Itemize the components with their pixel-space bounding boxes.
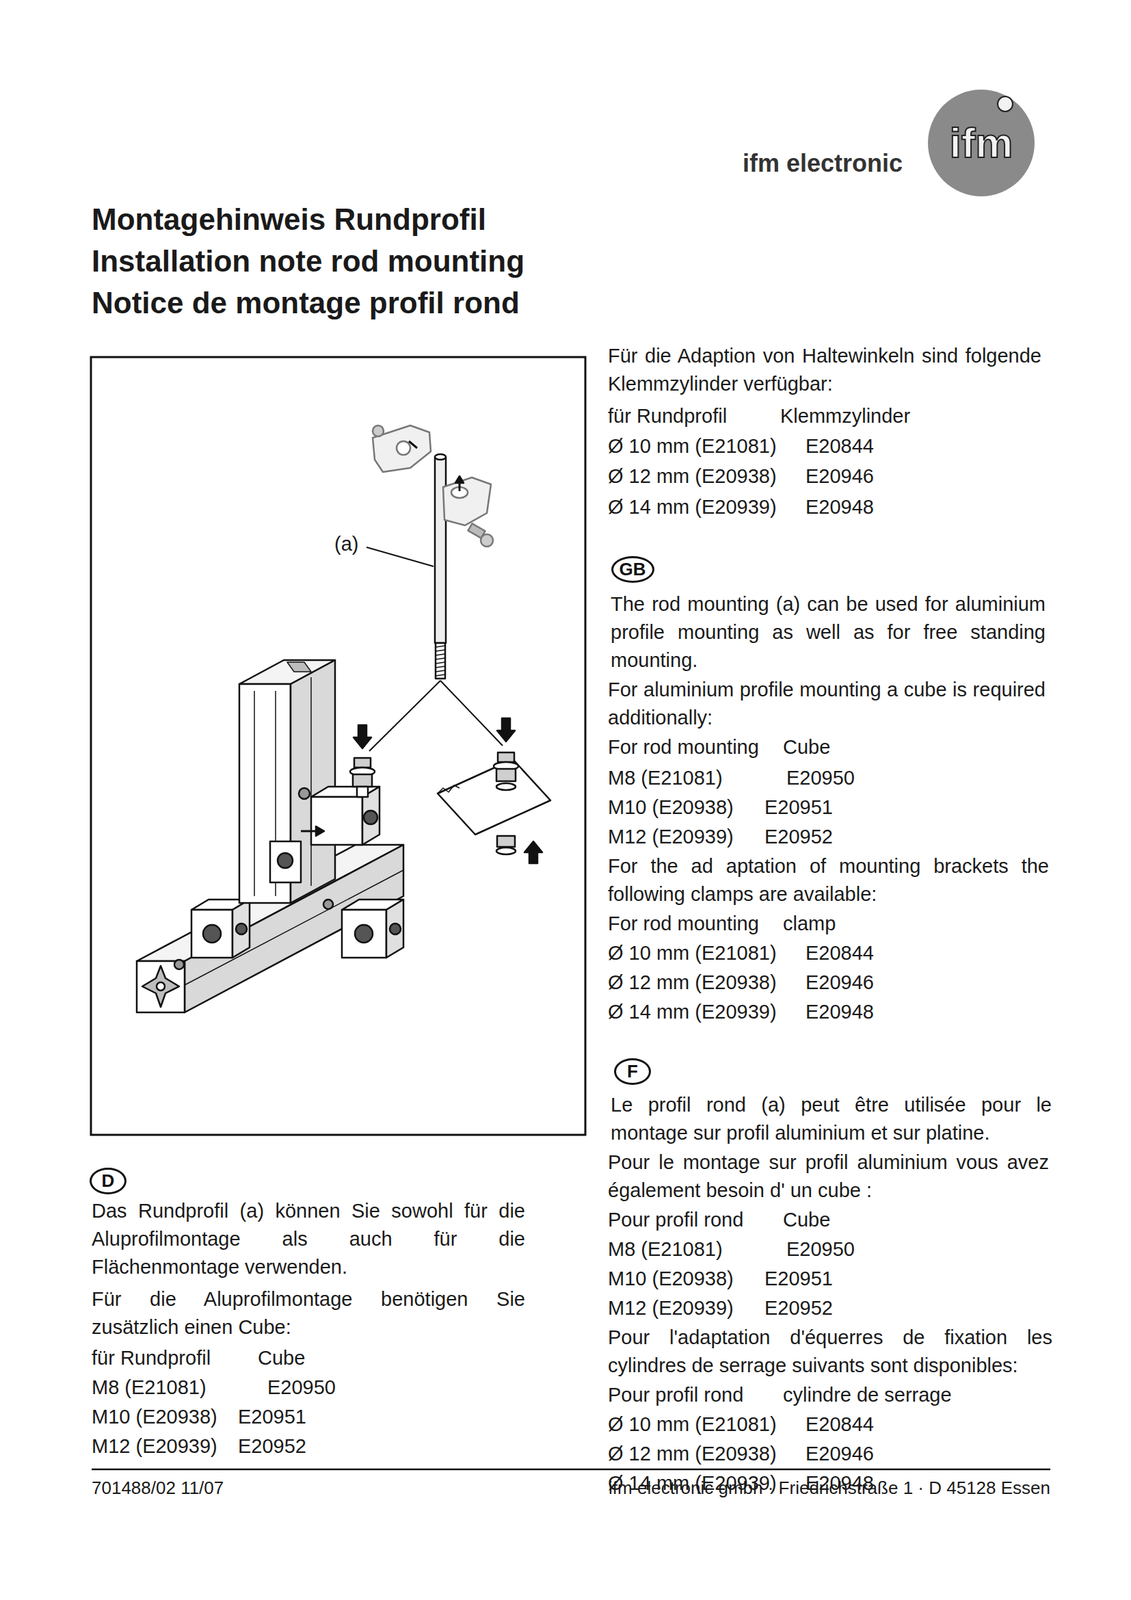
table-cell: Ø 12 mm (E20938) (607, 1439, 777, 1468)
paragraph: Pour l'adaptation d'équerres de fixation… (607, 1323, 1053, 1380)
paragraph: Pour le montage sur profil aluminium vou… (607, 1148, 1049, 1205)
table-cell: cylindre de serrage (782, 1380, 952, 1409)
heading: Notice de montage profil rond (91, 283, 520, 323)
table-cell: E20950 (267, 1373, 336, 1402)
logo-dot (997, 96, 1013, 112)
table-cell: M8 (E21081) (607, 1234, 723, 1263)
table-cell: (a) (334, 529, 359, 558)
table-cell: für Rundprofil (91, 1343, 211, 1372)
badge-letter: F (627, 1060, 638, 1082)
footer-rule (91, 1468, 1051, 1471)
heading: Montagehinweis Rundprofil (91, 200, 487, 239)
paragraph: For aluminium profile mounting a cube is… (607, 675, 1046, 732)
footer-text: ifm electronic gmbh · Friedrichstraße 1 … (608, 1475, 1051, 1499)
table-cell: E20844 (805, 432, 874, 461)
badge-letter: D (101, 1169, 115, 1191)
language-badge: F (614, 1057, 651, 1085)
table-cell: E20946 (805, 1439, 874, 1468)
table-cell: Ø 14 mm (E20939) (607, 493, 777, 522)
language-badge: GB (611, 555, 655, 583)
table-cell: E20951 (237, 1402, 307, 1431)
table-cell: Cube (782, 733, 831, 762)
figure-frame (90, 356, 586, 1135)
heading: Installation note rod mounting (91, 242, 525, 281)
paragraph: The rod mounting (a) can be used for alu… (610, 590, 1046, 675)
table-cell: Cube (782, 1205, 831, 1234)
mounting-illustration (136, 425, 551, 1013)
table-cell: E20951 (764, 1264, 833, 1293)
paragraph: Für die Aluprofilmontage benötigen Sie z… (91, 1284, 526, 1341)
table-cell: M10 (E20938) (607, 793, 734, 822)
paragraph: Le profil rond (a) peut être utilisée po… (610, 1090, 1052, 1147)
table-cell: Klemmzylinder (780, 402, 911, 431)
table-cell: M12 (E20939) (607, 1293, 734, 1322)
table-cell: Ø 12 mm (E20938) (607, 462, 777, 491)
table-cell: E20946 (805, 462, 874, 491)
logo-disc (927, 89, 1035, 197)
table-cell: Ø 10 mm (E21081) (607, 1409, 777, 1439)
table-cell: E20952 (764, 1293, 833, 1322)
paragraph: Das Rundprofil (a) können Sie sowohl für… (91, 1196, 526, 1281)
table-cell: M10 (E20938) (91, 1402, 218, 1431)
table-cell: M10 (E20938) (607, 1264, 734, 1293)
table-cell: For rod mounting (607, 909, 760, 938)
table-cell: For rod mounting (607, 733, 760, 762)
table-cell: M8 (E21081) (607, 763, 723, 792)
brand-name: ifm electronic (742, 148, 903, 179)
table-cell: E20950 (786, 763, 855, 792)
table-cell: Pour profil rond (607, 1380, 744, 1409)
footer-text: 701488/02 11/07 (91, 1475, 224, 1499)
table-cell: E20844 (805, 938, 874, 967)
table-cell: E20951 (764, 793, 833, 822)
logo-text: ifm (949, 118, 1014, 167)
table-cell: Ø 12 mm (E20938) (607, 968, 777, 997)
table-cell: E20946 (805, 968, 874, 997)
table-cell: E20844 (805, 1409, 874, 1439)
table-cell: für Rundprofil (607, 402, 727, 431)
badge-letter: GB (619, 558, 647, 580)
table-cell: Ø 14 mm (E20939) (607, 997, 777, 1026)
table-cell: E20950 (786, 1234, 855, 1263)
paragraph: Für die Adaption von Haltewinkeln sind f… (607, 341, 1042, 398)
language-badge: D (89, 1167, 127, 1194)
table-cell: M8 (E21081) (91, 1373, 207, 1402)
table-cell: M12 (E20939) (607, 822, 734, 851)
table-cell: Cube (257, 1343, 305, 1372)
table-cell: Ø 10 mm (E21081) (607, 432, 777, 461)
table-cell: Ø 10 mm (E21081) (607, 938, 777, 967)
table-cell: E20952 (237, 1431, 307, 1460)
table-cell: Pour profil rond (607, 1205, 744, 1234)
table-cell: E20948 (805, 997, 874, 1026)
table-cell: E20952 (764, 822, 833, 851)
table-cell: clamp (782, 909, 836, 938)
table-cell: E20948 (805, 493, 874, 522)
paragraph: For the ad aptation of mounting brackets… (607, 852, 1049, 909)
table-cell: M12 (E20939) (91, 1431, 218, 1460)
